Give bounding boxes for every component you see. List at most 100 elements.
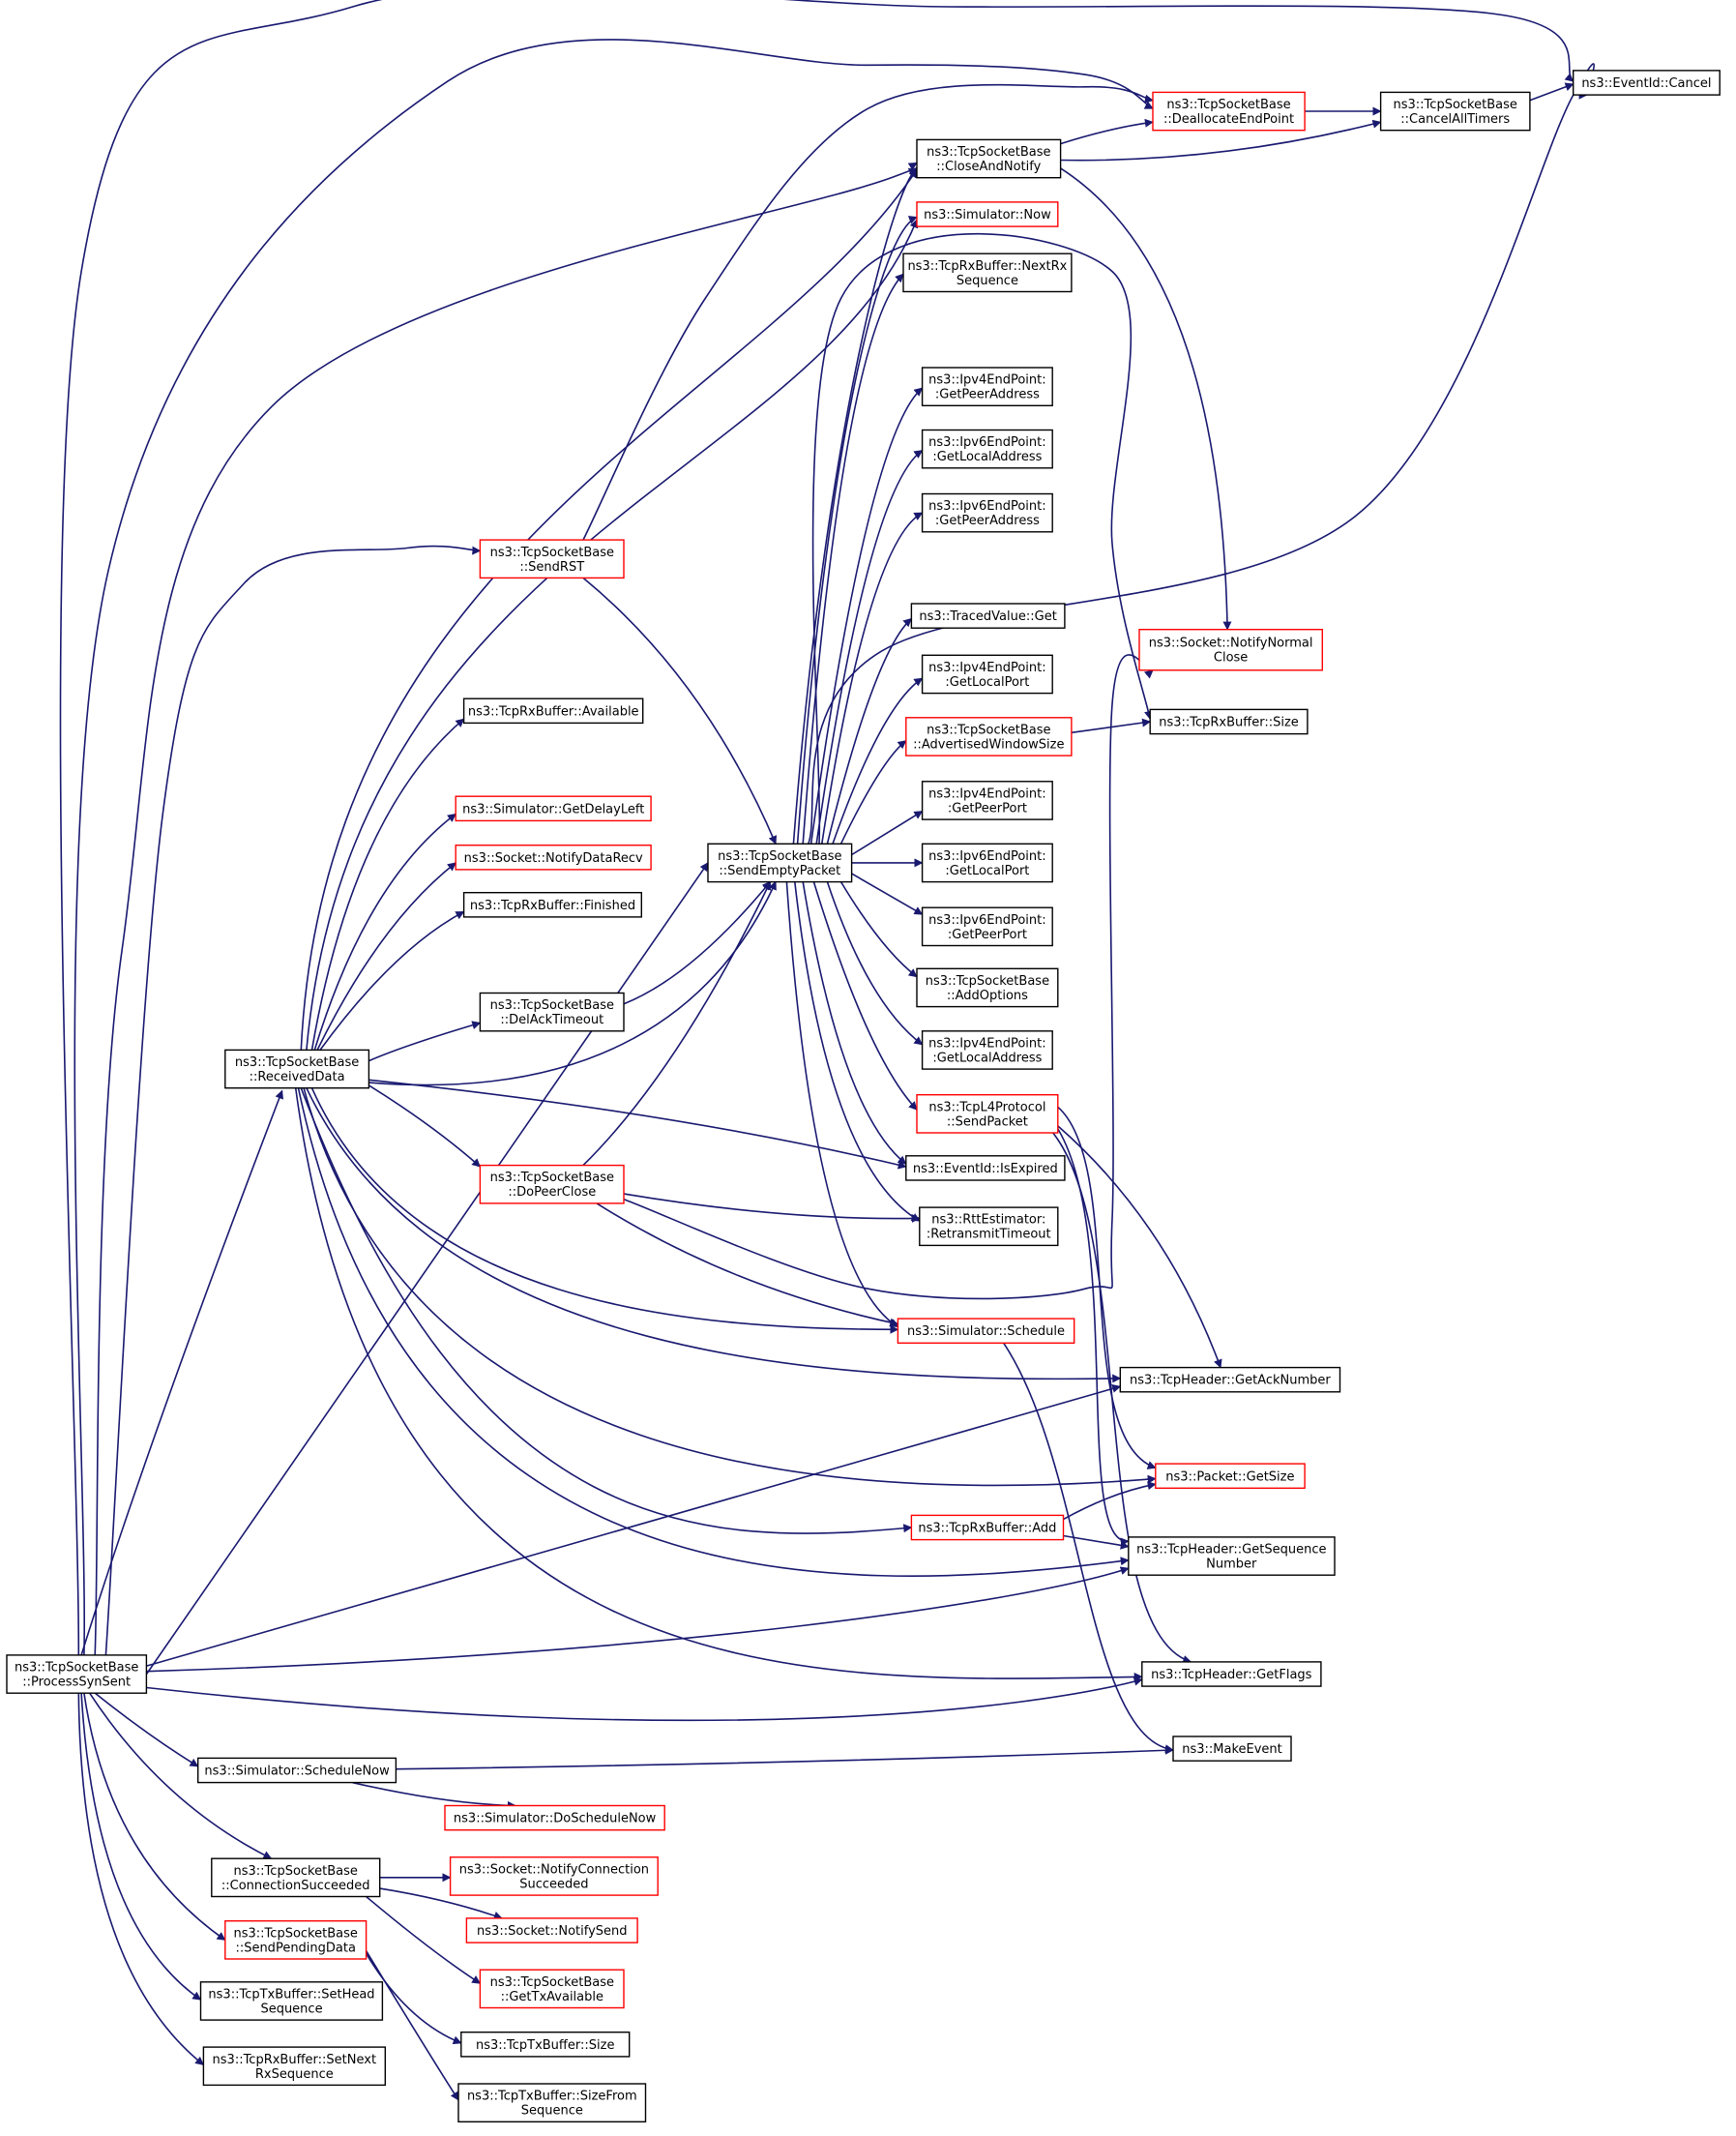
node-label: :GetLocalPort bbox=[945, 675, 1029, 690]
node-label: ns3::TcpTxBuffer::Size bbox=[476, 2038, 614, 2053]
node-label: Close bbox=[1214, 651, 1248, 666]
node-box bbox=[1149, 708, 1309, 735]
node-label: :GetLocalPort bbox=[945, 864, 1029, 878]
node-label: RxSequence bbox=[255, 2067, 334, 2082]
node-sim_doschedulenow[interactable]: ns3::Simulator::DoScheduleNow bbox=[444, 1804, 665, 1831]
node-get_tx_available[interactable]: ns3::TcpSocketBase::GetTxAvailable bbox=[479, 1969, 625, 2009]
edge-root-to-sim_schedulenow bbox=[94, 1692, 199, 1767]
node-label: ::AddOptions bbox=[947, 989, 1028, 1003]
node-rx_size[interactable]: ns3::TcpRxBuffer::Size bbox=[1149, 708, 1309, 735]
node-packet_getsize[interactable]: ns3::Packet::GetSize bbox=[1155, 1463, 1306, 1489]
node-label: ns3::EventId::IsExpired bbox=[913, 1162, 1058, 1176]
node-ipv6_getlocalport[interactable]: ns3::Ipv6EndPoint::GetLocalPort bbox=[921, 843, 1053, 883]
node-add_options[interactable]: ns3::TcpSocketBase::AddOptions bbox=[916, 967, 1059, 1008]
node-send_empty[interactable]: ns3::TcpSocketBase::SendEmptyPacket bbox=[707, 843, 853, 883]
node-label: ns3::Packet::GetSize bbox=[1165, 1469, 1294, 1484]
node-sim_schedule[interactable]: ns3::Simulator::Schedule bbox=[897, 1318, 1075, 1344]
node-box bbox=[479, 1969, 625, 2009]
node-box bbox=[921, 1030, 1053, 1070]
node-make_event[interactable]: ns3::MakeEvent bbox=[1172, 1736, 1292, 1762]
node-do_peer_close[interactable]: ns3::TcpSocketBase::DoPeerClose bbox=[479, 1164, 625, 1204]
node-ipv6_getpeeraddr[interactable]: ns3::Ipv6EndPoint::GetPeerAddress bbox=[921, 492, 1053, 533]
node-box bbox=[224, 1919, 368, 1960]
node-ipv6_getlocaladdr[interactable]: ns3::Ipv6EndPoint::GetLocalAddress bbox=[921, 429, 1053, 469]
edge-received_data-to-hdr_getflags bbox=[294, 1087, 1143, 1681]
node-label: ns3::TcpHeader::GetFlags bbox=[1151, 1668, 1312, 1682]
edge-rx_add-to-packet_getsize bbox=[1063, 1481, 1157, 1521]
edge-received_data-to-hdr_getack bbox=[306, 1087, 1122, 1383]
node-hdr_getflags[interactable]: ns3::TcpHeader::GetFlags bbox=[1141, 1661, 1322, 1687]
edge-send_empty-to-ipv6_getlocaladdr bbox=[815, 449, 924, 845]
node-eventid_cancel[interactable]: ns3::EventId::Cancel bbox=[1572, 70, 1721, 96]
node-tx_size[interactable]: ns3::TcpTxBuffer::Size bbox=[460, 2031, 631, 2058]
node-box bbox=[1152, 91, 1306, 132]
node-label: ns3::TcpSocketBase bbox=[1166, 98, 1290, 112]
node-box bbox=[457, 2083, 647, 2122]
node-notify_data_recv[interactable]: ns3::Socket::NotifyDataRecv bbox=[455, 845, 652, 871]
edge-received_data-to-do_peer_close bbox=[368, 1084, 482, 1168]
edge-received_data-to-sim_now bbox=[306, 219, 919, 1051]
node-box bbox=[1138, 629, 1324, 671]
edge-sim_schedulenow-to-sim_doschedulenow bbox=[352, 1781, 516, 1810]
node-notify_send[interactable]: ns3::Socket::NotifySend bbox=[465, 1917, 638, 1943]
node-label: ::GetTxAvailable bbox=[501, 1990, 603, 2004]
node-received_data[interactable]: ns3::TcpSocketBase::ReceivedData bbox=[224, 1049, 370, 1089]
node-eventid_isexpired[interactable]: ns3::EventId::IsExpired bbox=[905, 1155, 1066, 1181]
edge-root-to-send_empty bbox=[145, 862, 709, 1675]
edge-root-to-received_data bbox=[80, 1089, 284, 1656]
node-rx_finished[interactable]: ns3::TcpRxBuffer::Finished bbox=[462, 892, 643, 918]
node-ipv6_getpeerport[interactable]: ns3::Ipv6EndPoint::GetPeerPort bbox=[921, 906, 1053, 947]
node-send_pending[interactable]: ns3::TcpSocketBase::SendPendingData bbox=[224, 1919, 368, 1960]
node-box bbox=[479, 992, 625, 1032]
node-delack_timeout[interactable]: ns3::TcpSocketBase::DelAckTimeout bbox=[479, 992, 625, 1032]
node-label: ns3::TcpRxBuffer::Size bbox=[1159, 716, 1299, 730]
edge-received_data-to-sim_getdelayleft bbox=[313, 813, 456, 1051]
node-adv_window[interactable]: ns3::TcpSocketBase::AdvertisedWindowSize bbox=[905, 717, 1073, 756]
node-root[interactable]: ns3::TcpSocketBase::ProcessSynSent bbox=[6, 1654, 148, 1694]
node-sim_getdelayleft[interactable]: ns3::Simulator::GetDelayLeft bbox=[455, 795, 652, 822]
node-ipv4_getlocalport[interactable]: ns3::Ipv4EndPoint::GetLocalPort bbox=[921, 654, 1053, 695]
node-tracedvalue_get[interactable]: ns3::TracedValue::Get bbox=[910, 603, 1066, 629]
node-close_notify[interactable]: ns3::TcpSocketBase::CloseAndNotify bbox=[916, 138, 1062, 179]
node-box bbox=[921, 492, 1053, 533]
node-cancel_timers[interactable]: ns3::TcpSocketBase::CancelAllTimers bbox=[1379, 91, 1531, 132]
node-box bbox=[916, 1093, 1059, 1134]
node-ipv4_getpeeraddr[interactable]: ns3::Ipv4EndPoint::GetPeerAddress bbox=[921, 367, 1053, 406]
node-label: ::SendPacket bbox=[947, 1114, 1028, 1129]
edge-root-to-hdr_getack bbox=[146, 1383, 1122, 1667]
edge-send_empty-to-ipv4_getlocaladdr bbox=[826, 881, 924, 1046]
node-box bbox=[916, 201, 1059, 227]
node-rtt_retransmit[interactable]: ns3::RttEstimator::RetransmitTimeout bbox=[919, 1206, 1059, 1247]
edge-root-to-eventid_cancel bbox=[59, 0, 1574, 1655]
node-box bbox=[1155, 1463, 1306, 1489]
node-sim_now[interactable]: ns3::Simulator::Now bbox=[916, 201, 1059, 227]
node-dealloc[interactable]: ns3::TcpSocketBase::DeallocateEndPoint bbox=[1152, 91, 1306, 132]
node-hdr_getack[interactable]: ns3::TcpHeader::GetAckNumber bbox=[1119, 1366, 1341, 1393]
node-rx_add[interactable]: ns3::TcpRxBuffer::Add bbox=[910, 1514, 1065, 1541]
node-ipv4_getpeerport[interactable]: ns3::Ipv4EndPoint::GetPeerPort bbox=[921, 781, 1053, 820]
node-label: ns3::TcpSocketBase bbox=[718, 849, 841, 864]
node-send_rst[interactable]: ns3::TcpSocketBase::SendRST bbox=[479, 539, 625, 579]
node-sim_schedulenow[interactable]: ns3::Simulator::ScheduleNow bbox=[196, 1757, 397, 1784]
node-conn_succeeded[interactable]: ns3::TcpSocketBase::ConnectionSucceeded bbox=[211, 1857, 381, 1898]
node-tcpl4_sendpacket[interactable]: ns3::TcpL4Protocol::SendPacket bbox=[916, 1093, 1059, 1134]
node-box bbox=[455, 795, 652, 822]
node-label: ns3::Socket::NotifyNormal bbox=[1149, 637, 1313, 651]
node-ipv4_getlocaladdr[interactable]: ns3::Ipv4EndPoint::GetLocalAddress bbox=[921, 1030, 1053, 1070]
node-label: :GetPeerAddress bbox=[935, 388, 1040, 402]
node-label: ns3::TcpSocketBase bbox=[490, 1975, 614, 1990]
edge-send_empty-to-rtt_retransmit bbox=[794, 881, 921, 1222]
node-label: ns3::TcpSocketBase bbox=[490, 1171, 614, 1185]
node-label: ns3::Ipv4EndPoint: bbox=[928, 373, 1045, 388]
node-rx_available[interactable]: ns3::TcpRxBuffer::Available bbox=[462, 697, 644, 725]
node-label: ns3::TcpHeader::GetSequence bbox=[1136, 1543, 1326, 1558]
node-label: ::DoPeerClose bbox=[508, 1185, 596, 1200]
edge-root-to-hdr_getflags bbox=[146, 1676, 1143, 1722]
